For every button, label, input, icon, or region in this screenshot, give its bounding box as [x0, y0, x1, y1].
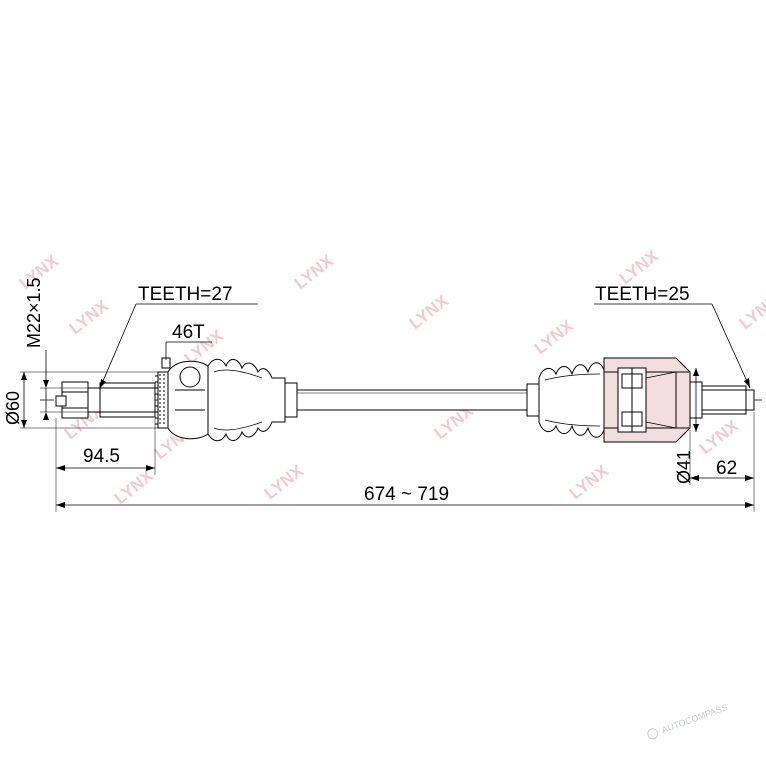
len-total-label: 674 ~ 719: [364, 484, 449, 505]
lynx-watermark: LYNX: [406, 291, 453, 333]
shaft-drawing: [40, 357, 762, 443]
lynx-watermark: LYNX: [291, 251, 338, 293]
lynx-watermark: LYNX: [531, 316, 578, 358]
boot-clamp: [284, 382, 298, 418]
lynx-watermark: LYNX: [261, 461, 308, 503]
lynx-watermark: LYNX: [696, 416, 743, 458]
inner-stub-spline: [701, 385, 747, 415]
inner-stub-end: [745, 389, 755, 411]
dia-right-label: Ø41: [674, 450, 694, 484]
outer-boot: [207, 358, 286, 442]
outer-stub-shaft: [99, 382, 156, 418]
teeth-left-label: TEETH=27: [138, 284, 233, 305]
lynx-watermark: LYNX: [566, 461, 613, 503]
nut-washer: [55, 395, 67, 407]
footer-watermark: AUTOCOMPASS: [647, 702, 729, 740]
abs-ring-teeth: [155, 375, 158, 425]
compass-logo-icon: [647, 728, 659, 740]
lynx-watermark: LYNX: [736, 291, 766, 333]
lynx-watermark: LYNX: [616, 246, 663, 288]
autocompass-watermark: AUTOCOMPASS: [660, 702, 728, 735]
inner-boot-clamp: [526, 383, 540, 417]
dia-left-label: Ø60: [3, 391, 23, 425]
teeth-right-label: TEETH=25: [595, 284, 690, 305]
labels: TEETH=27 46T TEETH=25 M22×1.5 Ø60 Ø41 94…: [3, 277, 737, 505]
inner-tripod-housing: [603, 357, 691, 443]
len-right-label: 62: [716, 458, 737, 479]
len-left-label: 94.5: [83, 446, 120, 467]
threaded-stub: [87, 387, 101, 413]
dimensions: [20, 303, 755, 512]
abs-ring-teeth-label: 46T: [172, 322, 205, 343]
lynx-watermark: LYNX: [66, 296, 113, 338]
thread-label: M22×1.5: [24, 277, 44, 348]
cv-ball: [179, 366, 201, 388]
lynx-watermark: LYNX: [111, 466, 158, 508]
